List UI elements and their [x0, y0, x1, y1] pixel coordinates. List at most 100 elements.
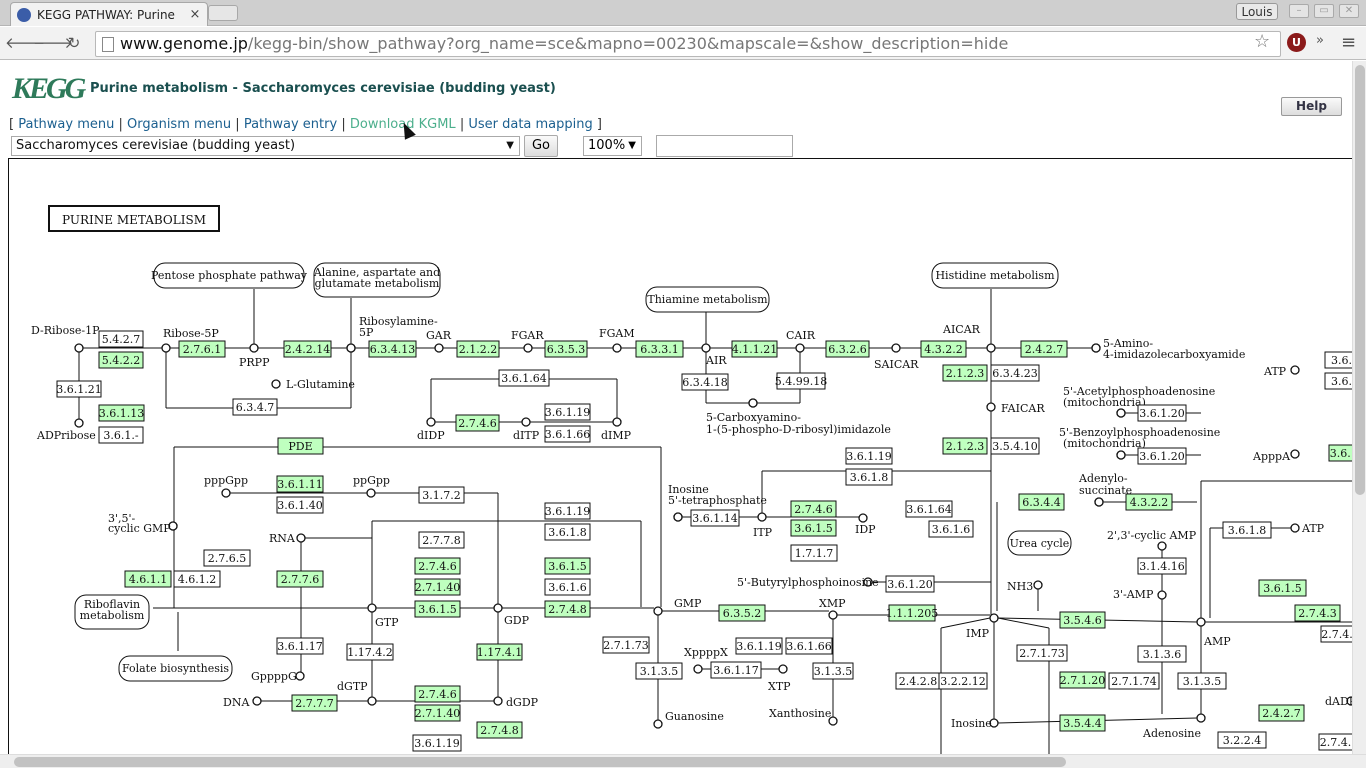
compound-node[interactable]: [795, 343, 805, 353]
enzyme-box-present[interactable]: [98, 404, 145, 422]
enzyme-box-present[interactable]: [544, 557, 591, 575]
compound-node[interactable]: [1290, 523, 1300, 533]
enzyme-box[interactable]: [790, 544, 838, 562]
compound-node[interactable]: [748, 398, 758, 408]
pathway-entry-link[interactable]: Pathway entry: [243, 117, 338, 132]
enzyme-box[interactable]: [938, 672, 988, 690]
enzyme-box[interactable]: [544, 403, 591, 421]
enzyme-box-present[interactable]: [1059, 671, 1106, 689]
enzyme-box[interactable]: [498, 369, 550, 387]
enzyme-box[interactable]: [418, 486, 465, 504]
pathway-link-box[interactable]: [645, 286, 770, 313]
help-button[interactable]: Help: [1281, 97, 1342, 116]
enzyme-box[interactable]: [1137, 404, 1187, 422]
enzyme-box[interactable]: [990, 437, 1040, 455]
compound-node[interactable]: [1290, 365, 1300, 375]
compound-node[interactable]: [249, 343, 259, 353]
compound-node[interactable]: [653, 606, 663, 616]
enzyme-box[interactable]: [602, 636, 650, 654]
enzyme-box[interactable]: [173, 570, 221, 588]
compound-node[interactable]: [891, 343, 901, 353]
compound-node[interactable]: [986, 402, 996, 412]
extension-icon[interactable]: U: [1287, 33, 1306, 52]
enzyme-box-present[interactable]: [414, 704, 461, 722]
compound-node[interactable]: [434, 343, 444, 353]
extensions-overflow-icon[interactable]: »: [1316, 33, 1324, 48]
enzyme-box-present[interactable]: [544, 600, 591, 618]
forward-icon[interactable]: 🡒: [33, 34, 74, 52]
compound-node[interactable]: [296, 533, 306, 543]
enzyme-box[interactable]: [681, 373, 729, 391]
enzyme-box[interactable]: [1318, 733, 1354, 751]
horizontal-scrollbar[interactable]: [0, 754, 1366, 768]
enzyme-box-present[interactable]: [414, 600, 461, 618]
enzyme-box-present[interactable]: [1258, 579, 1307, 597]
go-button[interactable]: Go: [524, 135, 558, 157]
pathway-link-box[interactable]: [1007, 530, 1072, 556]
enzyme-box[interactable]: [1177, 672, 1227, 690]
compound-node[interactable]: [1116, 408, 1126, 418]
enzyme-box-present[interactable]: [731, 340, 778, 358]
compound-node[interactable]: [168, 521, 178, 531]
compound-node[interactable]: [1196, 713, 1206, 723]
scroll-thumb[interactable]: [1355, 65, 1365, 495]
compound-node[interactable]: [271, 379, 281, 389]
enzyme-box-present[interactable]: [476, 721, 523, 739]
compound-node[interactable]: [693, 664, 703, 674]
browser-menu-icon[interactable]: ≡: [1341, 32, 1357, 53]
enzyme-box-present[interactable]: [1328, 444, 1354, 462]
user-data-mapping-link[interactable]: User data mapping: [468, 117, 593, 132]
enzyme-box[interactable]: [785, 637, 833, 655]
enzyme-box[interactable]: [812, 662, 854, 680]
enzyme-box[interactable]: [544, 502, 591, 520]
compound-node[interactable]: [858, 513, 868, 523]
compound-node[interactable]: [426, 417, 436, 427]
enzyme-box[interactable]: [1324, 372, 1354, 390]
address-bar[interactable]: www.genome.jp/kegg-bin/show_pathway?org_…: [95, 31, 1281, 57]
enzyme-box-present[interactable]: [790, 519, 837, 537]
compound-node[interactable]: [74, 418, 84, 428]
compound-node[interactable]: [673, 512, 683, 522]
compound-node[interactable]: [653, 719, 663, 729]
enzyme-box[interactable]: [905, 500, 953, 518]
compound-node[interactable]: [1157, 541, 1167, 551]
enzyme-box-present[interactable]: [414, 557, 461, 575]
enzyme-box[interactable]: [1108, 672, 1160, 690]
enzyme-box[interactable]: [928, 520, 974, 538]
enzyme-box-present[interactable]: [283, 340, 332, 358]
pathway-menu-link[interactable]: Pathway menu: [18, 117, 115, 132]
enzyme-box-present[interactable]: [414, 685, 461, 703]
enzyme-box-present[interactable]: [1018, 493, 1065, 511]
enzyme-box[interactable]: [845, 468, 893, 486]
compound-node[interactable]: [986, 343, 996, 353]
compound-node[interactable]: [701, 343, 711, 353]
minimize-icon[interactable]: –: [1289, 4, 1309, 18]
bookmark-star-icon[interactable]: ☆: [1254, 31, 1271, 52]
enzyme-box[interactable]: [232, 398, 278, 416]
download-kgml-link[interactable]: Download KGML: [349, 117, 456, 132]
compound-node[interactable]: [612, 417, 622, 427]
compound-node[interactable]: [367, 603, 377, 613]
enzyme-box[interactable]: [98, 330, 144, 348]
enzyme-box[interactable]: [203, 549, 251, 567]
compound-node[interactable]: [1033, 580, 1043, 590]
compound-node[interactable]: [1094, 497, 1104, 507]
enzyme-box[interactable]: [98, 426, 144, 444]
enzyme-box-present[interactable]: [1059, 611, 1106, 629]
enzyme-box-present[interactable]: [456, 340, 500, 358]
compound-node[interactable]: [1157, 590, 1167, 600]
new-tab-button[interactable]: [208, 5, 238, 21]
back-icon[interactable]: 🡐: [5, 34, 46, 52]
enzyme-box[interactable]: [276, 637, 324, 655]
enzyme-box[interactable]: [418, 531, 465, 549]
compound-node[interactable]: [1091, 343, 1101, 353]
enzyme-box[interactable]: [885, 575, 935, 593]
enzyme-box[interactable]: [845, 447, 893, 465]
enzyme-box[interactable]: [56, 380, 102, 398]
enzyme-box-present[interactable]: [544, 340, 588, 358]
compound-node[interactable]: [989, 613, 999, 623]
enzyme-box-present[interactable]: [368, 340, 417, 358]
enzyme-box[interactable]: [1320, 625, 1354, 643]
enzyme-box-present[interactable]: [718, 604, 766, 622]
enzyme-box[interactable]: [544, 425, 591, 443]
